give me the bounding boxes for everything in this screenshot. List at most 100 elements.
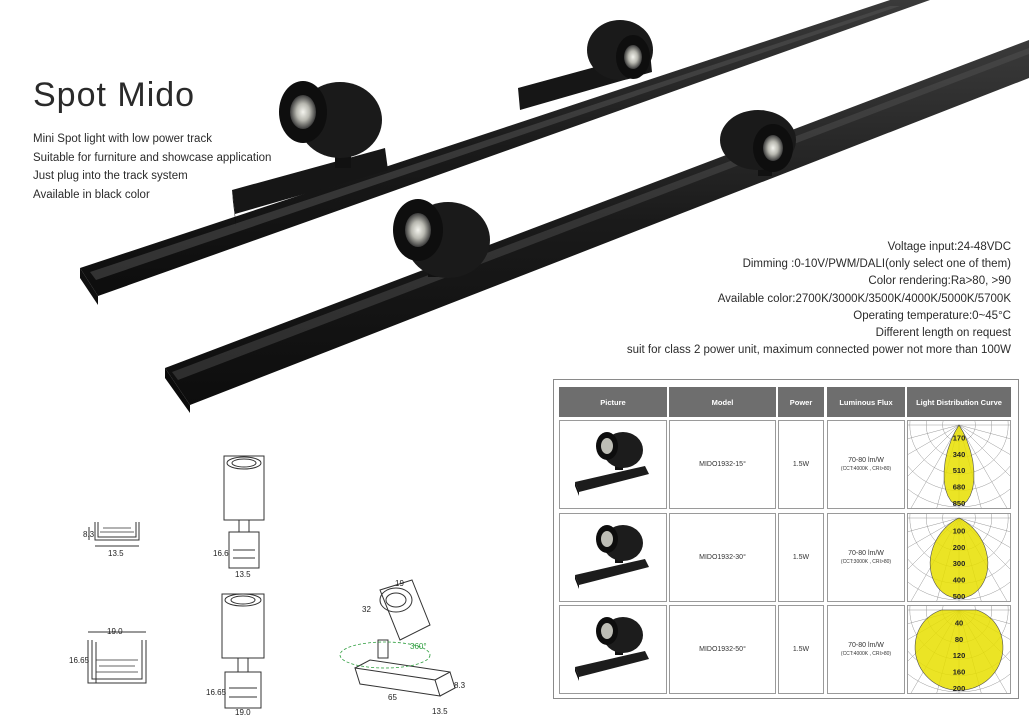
polar-grid-ray <box>958 517 1010 532</box>
dim-side-small-height: 16.6 <box>213 549 229 558</box>
product-picture-cell <box>559 605 667 694</box>
luminous-flux-cell: 70-80 lm/W (CCT:4000K , CRI>80) <box>827 605 905 694</box>
polar-grid-ray <box>908 424 960 455</box>
polar-curve-chart: 100 200 300 400 500 <box>908 514 1010 601</box>
intro-line: Available in black color <box>33 188 150 201</box>
beam-lobe <box>943 424 975 506</box>
intro-line: Mini Spot light with low power track <box>33 133 212 145</box>
side-view-large <box>221 593 265 709</box>
intro-line: Just plug into the track system <box>33 170 188 182</box>
header-picture: Picture <box>559 387 667 417</box>
product-picture-cell <box>559 420 667 509</box>
power-cell: 1.5W <box>778 420 824 509</box>
polar-grid-ray <box>908 424 960 439</box>
dim-iso-base-width: 13.5 <box>432 707 448 716</box>
curve-scale-label: 680 <box>953 483 966 492</box>
header-light-distribution: Light Distribution Curve <box>907 387 1011 417</box>
side-view-small <box>223 455 265 569</box>
power-cell: 1.5W <box>778 513 824 602</box>
spotlight-1 <box>279 81 382 168</box>
curve-scale-label: 510 <box>953 466 966 475</box>
spec-line: Available color:2700K/3000K/3500K/4000K/… <box>717 292 1011 305</box>
product-thumbnail <box>575 524 649 589</box>
dim-iso-base-length: 65 <box>388 693 397 702</box>
spotlight-2 <box>587 20 653 80</box>
polar-grid-ray <box>908 517 960 548</box>
spotlight-3 <box>393 199 490 278</box>
flux-value: 70-80 lm/W <box>848 642 884 649</box>
curve-scale-label: 850 <box>953 499 966 508</box>
dim-iso-rotation: 360° <box>410 642 427 651</box>
spec-line: Color rendering:Ra>80, >90 <box>868 275 1011 288</box>
dim-side-large-height: 16.65 <box>206 688 227 697</box>
hero-product-image <box>80 0 1029 413</box>
product-thumbnail <box>575 616 649 681</box>
polar-grid-ray <box>908 424 960 477</box>
flux-note: (CCT:4000K , CRI>80) <box>840 466 892 472</box>
beam-lobe <box>929 517 989 599</box>
polar-grid-ray <box>958 424 1008 508</box>
curve-scale-label: 120 <box>953 651 966 660</box>
polar-grid-ray <box>908 517 960 532</box>
spec-line: Dimming :0-10V/PWM/DALI(only select one … <box>742 258 1011 271</box>
intro-line: Suitable for furniture and showcase appl… <box>33 151 272 164</box>
technical-drawings: 8.3 13.5 19.0 16.65 16.6 13.5 16.65 19.0 <box>69 455 466 717</box>
power-cell: 1.5W <box>778 605 824 694</box>
model-cell: MIDO1932-50° <box>669 605 776 694</box>
curve-scale-label: 100 <box>953 526 966 535</box>
polar-grid-ray <box>958 517 1010 548</box>
upper-track <box>80 0 930 305</box>
page-title: Spot Mido <box>33 76 196 114</box>
header-luminous-flux: Luminous Flux <box>827 387 905 417</box>
polar-curve-chart: 170 340 510 680 850 <box>908 421 1010 508</box>
curve-scale-label: 170 <box>953 433 966 442</box>
product-thumbnail <box>575 431 649 496</box>
dim-side-large-width: 19.0 <box>235 708 251 717</box>
intro-list: Mini Spot light with low power track Sui… <box>33 130 271 204</box>
dim-large-height: 16.65 <box>69 656 90 665</box>
dim-iso-length: 32 <box>362 605 371 614</box>
spec-line: Voltage input:24-48VDC <box>887 241 1011 253</box>
curve-scale-label: 80 <box>955 635 963 644</box>
polar-grid-ray <box>910 424 960 508</box>
isometric-view <box>354 579 456 697</box>
flux-value: 70-80 lm/W <box>848 457 884 464</box>
flux-note: (CCT:4000K , CRI>80) <box>840 651 892 657</box>
dim-iso-base-height: 8.3 <box>454 681 466 690</box>
spec-line: suit for class 2 power unit, maximum con… <box>626 344 1011 357</box>
spec-line: Operating temperature:0~45°C <box>853 309 1011 322</box>
luminous-flux-cell: 70-80 lm/W (CCT:3000K , CRI>80) <box>827 513 905 602</box>
polar-grid-ray <box>958 424 1010 477</box>
product-spec-table: Picture Model Power Luminous Flux Light … <box>553 379 1019 699</box>
spec-line: Different length on request <box>875 327 1011 340</box>
dim-large-width: 19.0 <box>107 627 123 636</box>
curve-scale-label: 300 <box>953 559 966 568</box>
model-cell: MIDO1932-30° <box>669 513 776 602</box>
polar-grid-ray <box>958 424 1010 439</box>
profile-small-drawing <box>88 522 140 547</box>
model-cell: MIDO1932-15° <box>669 420 776 509</box>
spec-list: Voltage input:24-48VDC Dimming :0-10V/PW… <box>541 239 1011 359</box>
spotlight-4 <box>720 110 796 176</box>
distribution-curve-cell: 100 200 300 400 500 <box>907 513 1011 602</box>
header-model: Model <box>669 387 776 417</box>
distribution-curve-cell: 170 340 510 680 850 <box>907 420 1011 509</box>
curve-scale-label: 160 <box>953 668 966 677</box>
flux-value: 70-80 lm/W <box>848 550 884 557</box>
curve-scale-label: 340 <box>953 450 966 459</box>
luminous-flux-cell: 70-80 lm/W (CCT:4000K , CRI>80) <box>827 420 905 509</box>
product-picture-cell <box>559 513 667 602</box>
curve-scale-label: 400 <box>953 576 966 585</box>
rotation-circle <box>339 641 431 669</box>
lower-track <box>165 40 1029 413</box>
profile-large-drawing <box>87 631 147 684</box>
dim-iso-diameter: 19 <box>395 579 404 588</box>
dim-small-width: 13.5 <box>108 549 124 558</box>
dim-small-height: 8.3 <box>83 530 95 539</box>
curve-scale-label: 40 <box>955 618 963 627</box>
curve-scale-label: 500 <box>953 592 966 601</box>
dim-side-small-width: 13.5 <box>235 570 251 579</box>
curve-scale-label: 200 <box>953 543 966 552</box>
